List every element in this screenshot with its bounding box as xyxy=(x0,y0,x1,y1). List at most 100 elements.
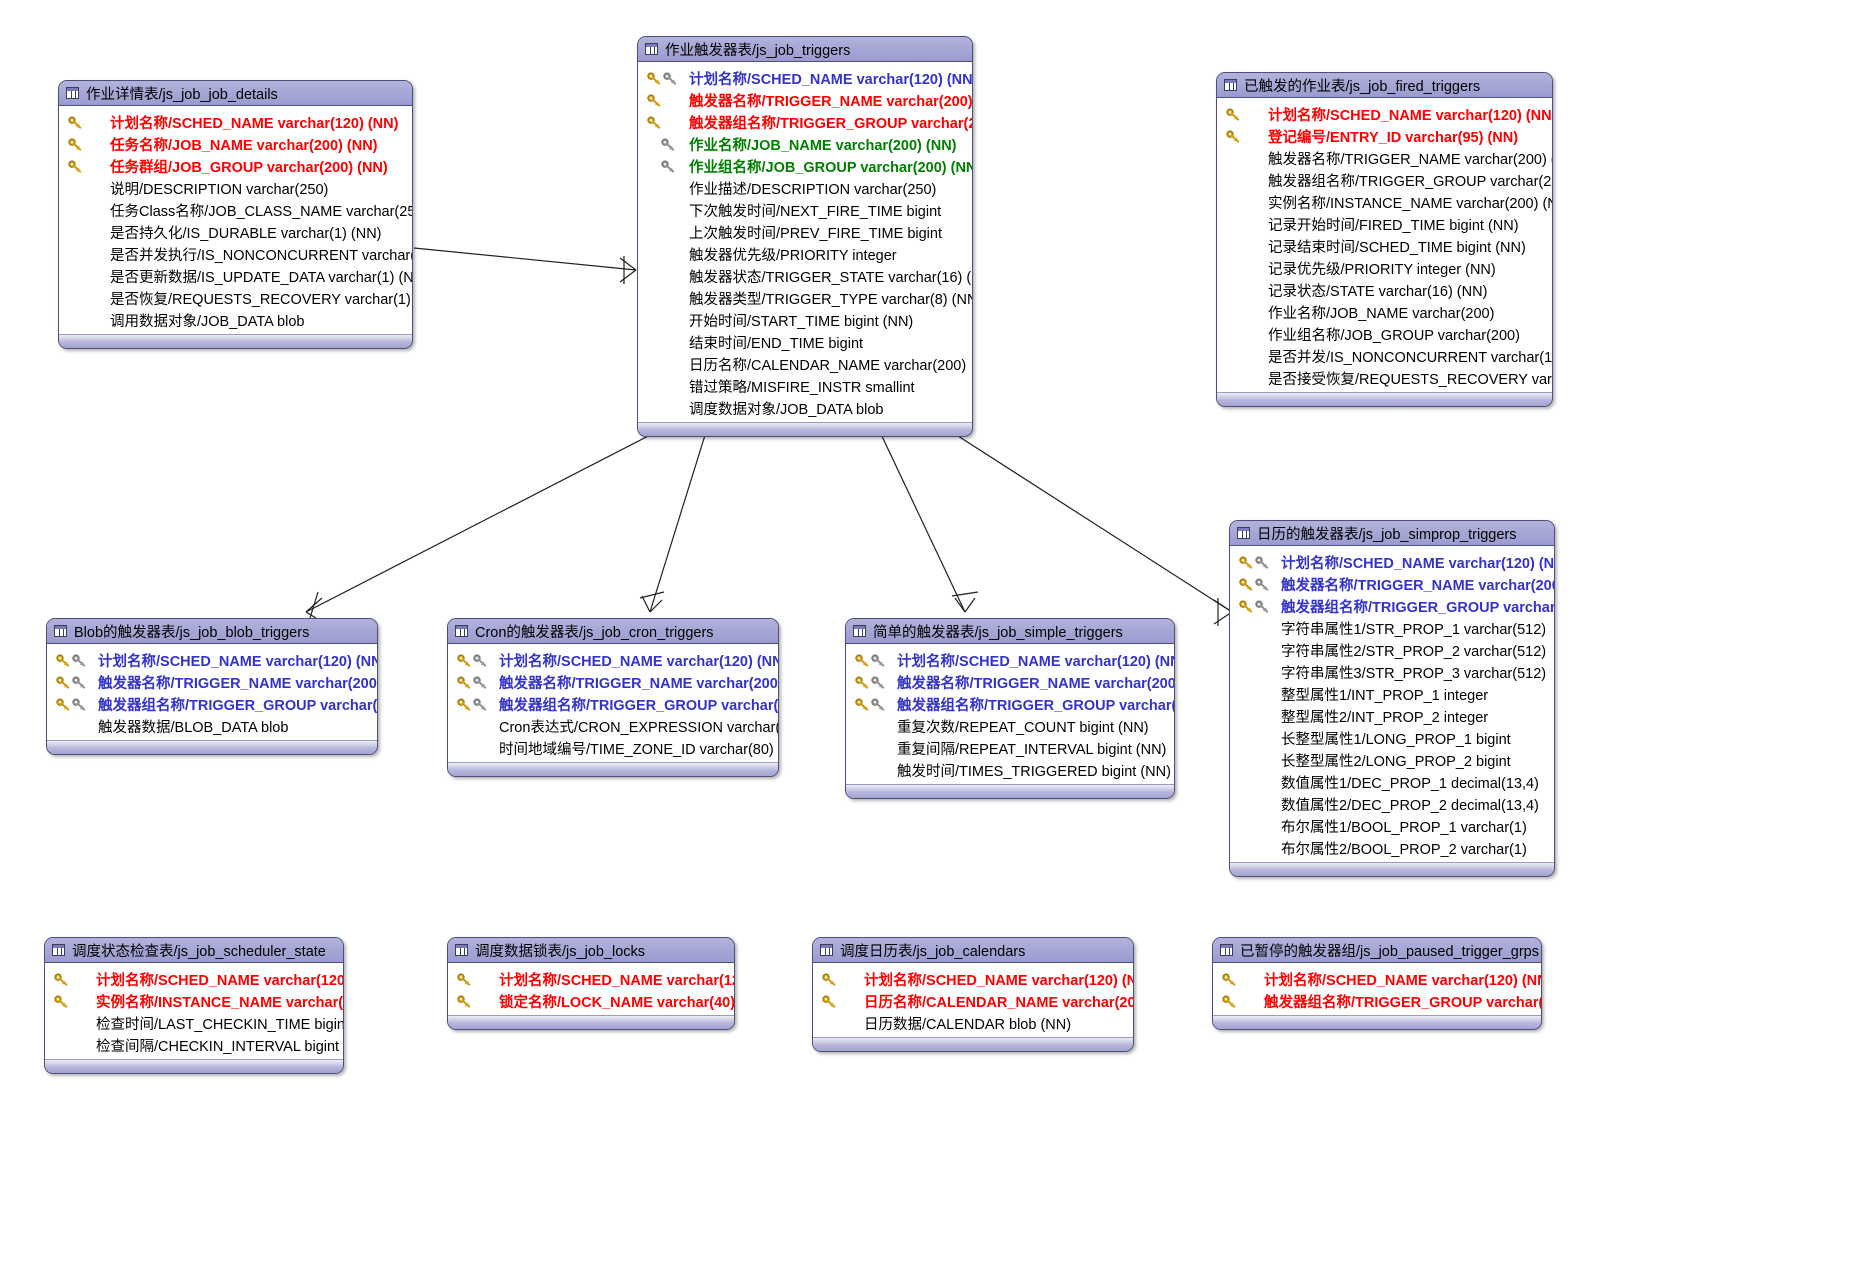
attribute-row[interactable]: 检查间隔/CHECKIN_INTERVAL bigint (NN) xyxy=(45,1034,343,1056)
attribute-row[interactable]: 字符串属性3/STR_PROP_3 varchar(512) xyxy=(1230,661,1554,683)
attribute-row[interactable]: 说明/DESCRIPTION varchar(250) xyxy=(59,177,412,199)
entity-js_job_job_details[interactable]: 作业详情表/js_job_job_details 计划名称/SCHED_NAME… xyxy=(58,80,413,349)
attribute-row[interactable]: 计划名称/SCHED_NAME varchar(120) (NN) xyxy=(47,649,377,671)
attribute-row[interactable]: 计划名称/SCHED_NAME varchar(120) (NN) xyxy=(448,968,734,990)
attribute-row[interactable]: 是否更新数据/IS_UPDATE_DATA varchar(1) (NN) xyxy=(59,265,412,287)
entity-js_job_simprop_triggers[interactable]: 日历的触发器表/js_job_simprop_triggers 计划名称/SCH… xyxy=(1229,520,1555,877)
entity-js_job_paused_trigger_grps[interactable]: 已暂停的触发器组/js_job_paused_trigger_grps 计划名称… xyxy=(1212,937,1542,1030)
attribute-row[interactable]: 计划名称/SCHED_NAME varchar(120) (NN) xyxy=(59,111,412,133)
attribute-row[interactable]: 作业组名称/JOB_GROUP varchar(200) (NN) xyxy=(638,155,972,177)
entity-js_job_triggers[interactable]: 作业触发器表/js_job_triggers 计划名称/SCHED_NAME v… xyxy=(637,36,973,437)
attribute-row[interactable]: 长整型属性2/LONG_PROP_2 bigint xyxy=(1230,749,1554,771)
attribute-row[interactable]: 锁定名称/LOCK_NAME varchar(40) (NN) xyxy=(448,990,734,1012)
entity-js_job_calendars[interactable]: 调度日历表/js_job_calendars 计划名称/SCHED_NAME v… xyxy=(812,937,1134,1052)
attribute-row[interactable]: 开始时间/START_TIME bigint (NN) xyxy=(638,309,972,331)
attribute-row[interactable]: 触发器名称/TRIGGER_NAME varchar(200) (NN) xyxy=(1230,573,1554,595)
attribute-row[interactable]: 触发器组名称/TRIGGER_GROUP varchar(200) (NN) xyxy=(1217,169,1552,191)
attribute-row[interactable]: 整型属性1/INT_PROP_1 integer xyxy=(1230,683,1554,705)
attribute-row[interactable]: 下次触发时间/NEXT_FIRE_TIME bigint xyxy=(638,199,972,221)
attribute-row[interactable]: 触发器名称/TRIGGER_NAME varchar(200) (NN) xyxy=(1217,147,1552,169)
attribute-row[interactable]: 是否并发/IS_NONCONCURRENT varchar(1) xyxy=(1217,345,1552,367)
attribute-row[interactable]: 日历名称/CALENDAR_NAME varchar(200) xyxy=(638,353,972,375)
entity-js_job_simple_triggers[interactable]: 简单的触发器表/js_job_simple_triggers 计划名称/SCHE… xyxy=(845,618,1175,799)
attribute-label: 触发器名称/TRIGGER_NAME varchar(200) (NN) xyxy=(1281,577,1554,594)
attribute-row[interactable]: 计划名称/SCHED_NAME varchar(120) (NN) xyxy=(1213,968,1541,990)
attribute-label: 说明/DESCRIPTION varchar(250) xyxy=(110,181,329,198)
attribute-row[interactable]: 字符串属性1/STR_PROP_1 varchar(512) xyxy=(1230,617,1554,639)
attribute-row[interactable]: 日历数据/CALENDAR blob (NN) xyxy=(813,1012,1133,1034)
attribute-row[interactable]: Cron表达式/CRON_EXPRESSION varchar(120) (NN… xyxy=(448,715,778,737)
attribute-label: 触发器优先级/PRIORITY integer xyxy=(689,247,897,264)
attribute-row[interactable]: 触发器状态/TRIGGER_STATE varchar(16) (NN) xyxy=(638,265,972,287)
entity-title: 简单的触发器表/js_job_simple_triggers xyxy=(873,624,1123,641)
attribute-row[interactable]: 触发器组名称/TRIGGER_GROUP varchar(200) (NN) xyxy=(638,111,972,133)
attribute-row[interactable]: 是否恢复/REQUESTS_RECOVERY varchar(1) (NN) xyxy=(59,287,412,309)
attribute-row[interactable]: 是否接受恢复/REQUESTS_RECOVERY varchar(1) xyxy=(1217,367,1552,389)
attribute-row[interactable]: 数值属性1/DEC_PROP_1 decimal(13,4) xyxy=(1230,771,1554,793)
attribute-row[interactable]: 触发器组名称/TRIGGER_GROUP varchar(200) (NN) xyxy=(1213,990,1541,1012)
attribute-row[interactable]: 任务名称/JOB_NAME varchar(200) (NN) xyxy=(59,133,412,155)
attribute-row[interactable]: 计划名称/SCHED_NAME varchar(120) (NN) xyxy=(45,968,343,990)
attribute-row[interactable]: 触发器组名称/TRIGGER_GROUP varchar(200) (NN) xyxy=(47,693,377,715)
attribute-row[interactable]: 实例名称/INSTANCE_NAME varchar(200) (NN) xyxy=(45,990,343,1012)
attribute-row[interactable]: 触发器类型/TRIGGER_TYPE varchar(8) (NN) xyxy=(638,287,972,309)
attribute-row[interactable]: 数值属性2/DEC_PROP_2 decimal(13,4) xyxy=(1230,793,1554,815)
attribute-row[interactable]: 计划名称/SCHED_NAME varchar(120) (NN) xyxy=(638,67,972,89)
attribute-row[interactable]: 是否持久化/IS_DURABLE varchar(1) (NN) xyxy=(59,221,412,243)
attribute-row[interactable]: 长整型属性1/LONG_PROP_1 bigint xyxy=(1230,727,1554,749)
attribute-label: 调度数据对象/JOB_DATA blob xyxy=(689,401,884,418)
attribute-row[interactable]: 布尔属性1/BOOL_PROP_1 varchar(1) xyxy=(1230,815,1554,837)
attribute-row[interactable]: 触发器优先级/PRIORITY integer xyxy=(638,243,972,265)
attribute-row[interactable]: 触发器名称/TRIGGER_NAME varchar(200) (NN) xyxy=(846,671,1174,693)
attribute-row[interactable]: 触发器名称/TRIGGER_NAME varchar(200) (NN) xyxy=(448,671,778,693)
attribute-row[interactable]: 记录状态/STATE varchar(16) (NN) xyxy=(1217,279,1552,301)
attribute-row[interactable]: 作业名称/JOB_NAME varchar(200) (NN) xyxy=(638,133,972,155)
attribute-row[interactable]: 触发器名称/TRIGGER_NAME varchar(200) (NN) xyxy=(47,671,377,693)
attribute-row[interactable]: 结束时间/END_TIME bigint xyxy=(638,331,972,353)
attribute-row[interactable]: 触发器组名称/TRIGGER_GROUP varchar(200) (NN) xyxy=(846,693,1174,715)
entity-js_job_locks[interactable]: 调度数据锁表/js_job_locks 计划名称/SCHED_NAME varc… xyxy=(447,937,735,1030)
attribute-row[interactable]: 触发器组名称/TRIGGER_GROUP varchar(200) (NN) xyxy=(448,693,778,715)
entity-js_job_blob_triggers[interactable]: Blob的触发器表/js_job_blob_triggers 计划名称/SCHE… xyxy=(46,618,378,755)
entity-js_job_cron_triggers[interactable]: Cron的触发器表/js_job_cron_triggers 计划名称/SCHE… xyxy=(447,618,779,777)
attribute-row[interactable]: 计划名称/SCHED_NAME varchar(120) (NN) xyxy=(1217,103,1552,125)
primary-key-icon xyxy=(68,138,82,151)
attribute-row[interactable]: 重复次数/REPEAT_COUNT bigint (NN) xyxy=(846,715,1174,737)
attribute-row[interactable]: 计划名称/SCHED_NAME varchar(120) (NN) xyxy=(1230,551,1554,573)
attribute-row[interactable]: 布尔属性2/BOOL_PROP_2 varchar(1) xyxy=(1230,837,1554,859)
primary-key-icon xyxy=(457,698,471,711)
attribute-row[interactable]: 登记编号/ENTRY_ID varchar(95) (NN) xyxy=(1217,125,1552,147)
attribute-row[interactable]: 触发器数据/BLOB_DATA blob xyxy=(47,715,377,737)
attribute-label: 计划名称/SCHED_NAME varchar(120) (NN) xyxy=(499,653,779,670)
attribute-row[interactable]: 作业名称/JOB_NAME varchar(200) xyxy=(1217,301,1552,323)
attribute-row[interactable]: 时间地域编号/TIME_ZONE_ID varchar(80) xyxy=(448,737,778,759)
attribute-label: 触发器组名称/TRIGGER_GROUP varchar(200) (NN) xyxy=(98,697,378,714)
attribute-row[interactable]: 作业描述/DESCRIPTION varchar(250) xyxy=(638,177,972,199)
attribute-row[interactable]: 字符串属性2/STR_PROP_2 varchar(512) xyxy=(1230,639,1554,661)
attribute-row[interactable]: 是否并发执行/IS_NONCONCURRENT varchar(1) (NN) xyxy=(59,243,412,265)
attribute-row[interactable]: 整型属性2/INT_PROP_2 integer xyxy=(1230,705,1554,727)
attribute-row[interactable]: 记录结束时间/SCHED_TIME bigint (NN) xyxy=(1217,235,1552,257)
attribute-row[interactable]: 错过策略/MISFIRE_INSTR smallint xyxy=(638,375,972,397)
attribute-row[interactable]: 记录开始时间/FIRED_TIME bigint (NN) xyxy=(1217,213,1552,235)
attribute-row[interactable]: 重复间隔/REPEAT_INTERVAL bigint (NN) xyxy=(846,737,1174,759)
attribute-row[interactable]: 任务群组/JOB_GROUP varchar(200) (NN) xyxy=(59,155,412,177)
attribute-row[interactable]: 记录优先级/PRIORITY integer (NN) xyxy=(1217,257,1552,279)
attribute-key-icons xyxy=(457,698,499,711)
entity-js_job_fired_triggers[interactable]: 已触发的作业表/js_job_fired_triggers 计划名称/SCHED… xyxy=(1216,72,1553,407)
attribute-row[interactable]: 计划名称/SCHED_NAME varchar(120) (NN) xyxy=(448,649,778,671)
attribute-row[interactable]: 实例名称/INSTANCE_NAME varchar(200) (NN) xyxy=(1217,191,1552,213)
attribute-row[interactable]: 调度数据对象/JOB_DATA blob xyxy=(638,397,972,419)
attribute-row[interactable]: 作业组名称/JOB_GROUP varchar(200) xyxy=(1217,323,1552,345)
attribute-row[interactable]: 调用数据对象/JOB_DATA blob xyxy=(59,309,412,331)
attribute-row[interactable]: 检查时间/LAST_CHECKIN_TIME bigint (NN) xyxy=(45,1012,343,1034)
entity-js_job_scheduler_state[interactable]: 调度状态检查表/js_job_scheduler_state 计划名称/SCHE… xyxy=(44,937,344,1074)
attribute-row[interactable]: 触发器组名称/TRIGGER_GROUP varchar(200) (NN) xyxy=(1230,595,1554,617)
attribute-row[interactable]: 计划名称/SCHED_NAME varchar(120) (NN) xyxy=(846,649,1174,671)
attribute-row[interactable]: 上次触发时间/PREV_FIRE_TIME bigint xyxy=(638,221,972,243)
attribute-row[interactable]: 触发器名称/TRIGGER_NAME varchar(200) (NN) xyxy=(638,89,972,111)
attribute-row[interactable]: 任务Class名称/JOB_CLASS_NAME varchar(250) (N… xyxy=(59,199,412,221)
attribute-row[interactable]: 日历名称/CALENDAR_NAME varchar(200) (NN) xyxy=(813,990,1133,1012)
attribute-row[interactable]: 触发时间/TIMES_TRIGGERED bigint (NN) xyxy=(846,759,1174,781)
attribute-row[interactable]: 计划名称/SCHED_NAME varchar(120) (NN) xyxy=(813,968,1133,990)
